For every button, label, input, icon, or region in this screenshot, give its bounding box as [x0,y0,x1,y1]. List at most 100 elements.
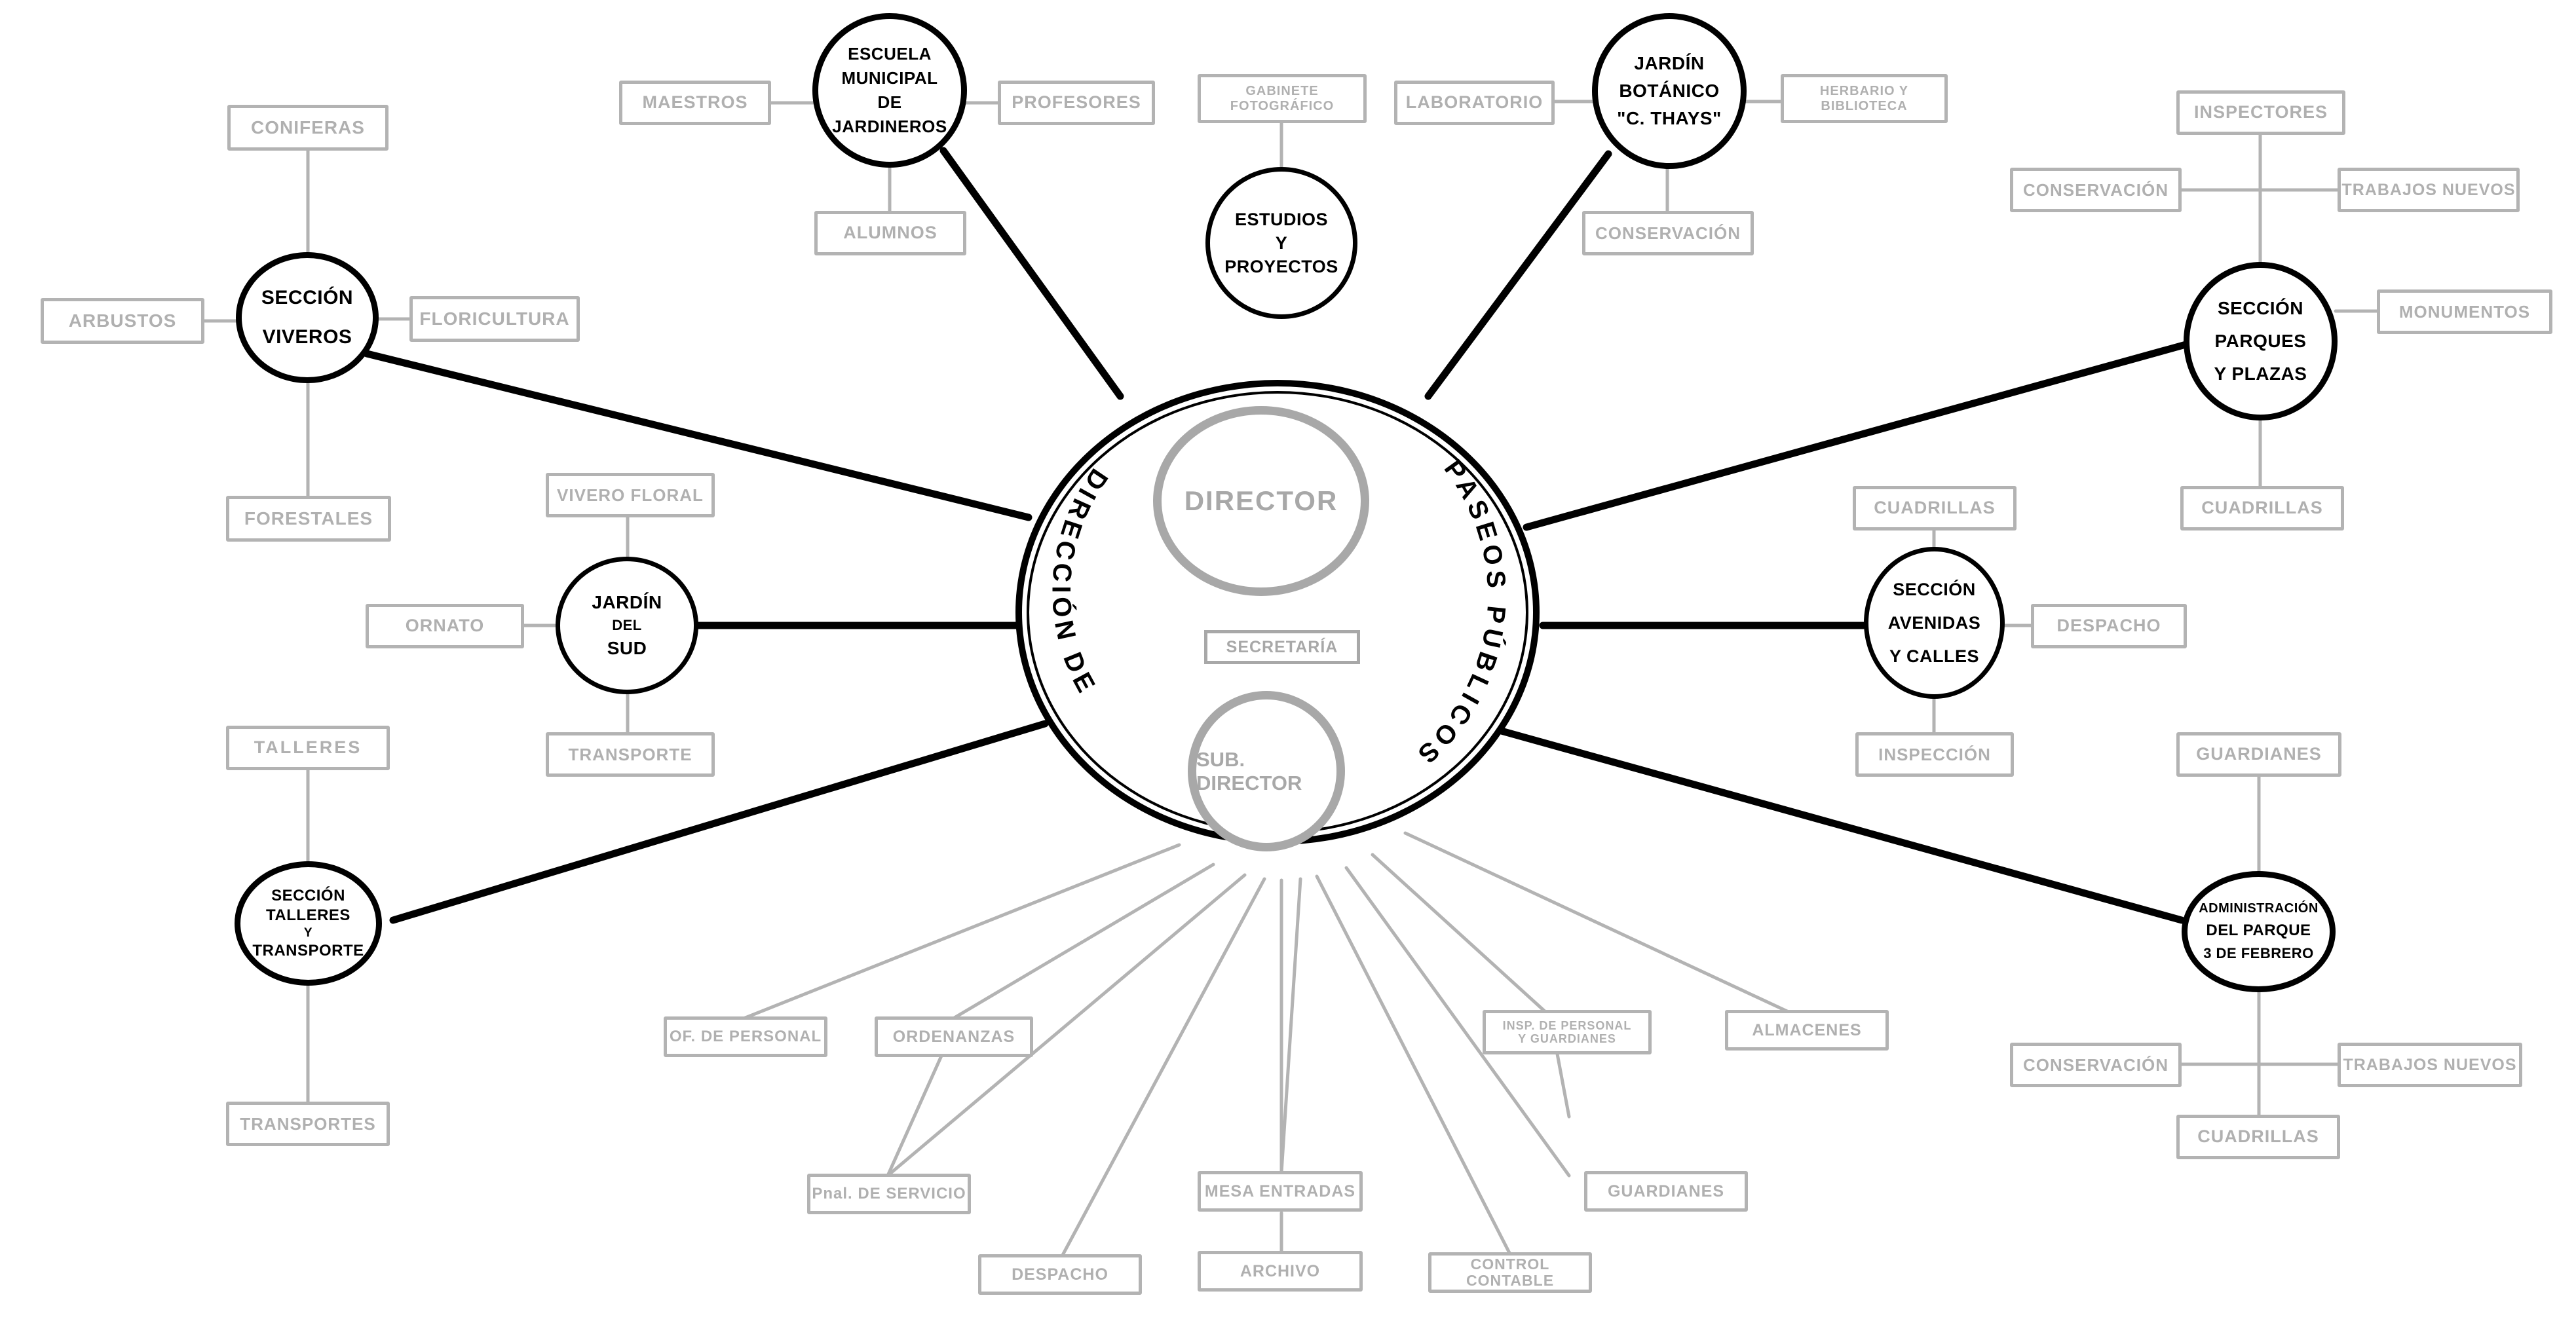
leaf-profesores-label: PROFESORES [1012,92,1141,113]
leaf-laboratorio[interactable]: LABORATORIO [1394,81,1555,125]
leaf-despacho-fan[interactable]: DESPACHO [978,1254,1142,1295]
leaf-forestales[interactable]: FORESTALES [226,496,391,542]
node-escuela-line4: JARDINEROS [832,117,947,136]
leaf-coniferas-label: CONIFERAS [251,117,365,138]
leaf-mesa-entradas-label: MESA ENTRADAS [1204,1182,1356,1200]
leaf-talleres[interactable]: TALLERES [226,726,390,770]
node-estudios-y-proyectos[interactable]: ESTUDIOS Y PROYECTOS [1205,167,1357,319]
leaf-ornato[interactable]: ORNATO [366,604,524,648]
node-escuela-municipal-jardineros[interactable]: ESCUELA MUNICIPAL DE JARDINEROS [812,13,967,168]
leaf-transporte-sud-label: TRANSPORTE [568,744,692,764]
node-botanico-line3: "C. THAYS" [1617,108,1722,128]
leaf-almacenes[interactable]: ALMACENES [1725,1010,1889,1051]
leaf-archivo-label: ARCHIVO [1240,1261,1321,1280]
leaf-trabajos-nuevos-parques[interactable]: TRABAJOS NUEVOS [2338,168,2520,212]
leaf-almacenes-label: ALMACENES [1752,1020,1862,1039]
leaf-conservacion-parques[interactable]: CONSERVACIÓN [2010,168,2182,212]
leaf-floricultura-label: FLORICULTURA [419,308,570,329]
node-parques-line3: Y PLAZAS [2214,363,2307,384]
secretaria-box[interactable]: SECRETARÍA [1204,630,1360,664]
leaf-of-de-personal[interactable]: OF. DE PERSONAL [664,1016,827,1057]
leaf-ordenanzas[interactable]: ORDENANZAS [875,1016,1033,1057]
leaf-vivero-floral-label: VIVERO FLORAL [557,485,704,505]
leaf-gabinete-fotografico[interactable]: GABINETE FOTOGRÁFICO [1198,74,1367,123]
leaf-transportes-label: TRANSPORTES [240,1113,376,1134]
leaf-coniferas[interactable]: CONIFERAS [227,105,388,151]
leaf-inspeccion-label: INSPECCIÓN [1878,744,1991,764]
leaf-floricultura[interactable]: FLORICULTURA [409,296,580,342]
node-escuela-line2: MUNICIPAL [841,68,938,88]
node-administracion-parque-3-febrero[interactable]: ADMINISTRACIÓN DEL PARQUE 3 DE FEBRERO [2182,871,2336,992]
node-talleres-line3: Y [303,926,313,940]
leaf-vivero-floral[interactable]: VIVERO FLORAL [546,473,715,517]
leaf-conservacion-botanico[interactable]: CONSERVACIÓN [1582,211,1754,255]
leaf-maestros-label: MAESTROS [642,92,748,113]
node-parques-line2: PARQUES [2214,331,2307,351]
leaf-profesores[interactable]: PROFESORES [998,81,1155,125]
leaf-transporte-sud[interactable]: TRANSPORTE [546,732,715,777]
node-estudios-line2: Y [1275,233,1288,253]
node-talleres-line2: TALLERES [266,906,350,924]
node-estudios-line1: ESTUDIOS [1234,209,1329,229]
leaf-inspectores-label: INSPECTORES [2193,102,2328,122]
leaf-conservacion-parque3f-label: CONSERVACIÓN [2023,1054,2169,1075]
node-jardin-botanico-thays[interactable]: JARDÍN BOTÁNICO "C. THAYS" [1592,13,1747,169]
node-talleres-line4: TRANSPORTE [252,942,364,959]
leaf-transportes[interactable]: TRANSPORTES [226,1102,390,1146]
leaf-cuadrillas-parque3f-label: CUADRILLAS [2197,1126,2319,1147]
leaf-arbustos-label: ARBUSTOS [68,310,177,331]
node-seccion-talleres-y-transporte[interactable]: SECCIÓN TALLERES Y TRANSPORTE [235,861,382,986]
leaf-ornato-label: ORNATO [405,616,485,636]
leaf-guardianes-fan-label: GUARDIANES [1607,1182,1725,1200]
subdirector-circle[interactable]: SUB. DIRECTOR [1188,691,1345,851]
leaf-guardianes-fan[interactable]: GUARDIANES [1584,1171,1748,1212]
leaf-pnal-de-servicio[interactable]: Pnal. DE SERVICIO [807,1174,971,1214]
leaf-insp-personal-line1: INSP. DE PERSONAL [1502,1018,1632,1032]
leaf-forestales-label: FORESTALES [244,508,373,529]
leaf-herbario-line1: HERBARIO Y [1819,84,1909,99]
leaf-alumnos[interactable]: ALUMNOS [814,211,966,255]
leaf-cuadrillas-avenidas-label: CUADRILLAS [1874,498,1996,518]
leaf-conservacion-parque3f[interactable]: CONSERVACIÓN [2010,1043,2182,1087]
node-estudios-line3: PROYECTOS [1224,256,1338,276]
leaf-inspectores[interactable]: INSPECTORES [2176,90,2345,135]
leaf-gabinete-line2: FOTOGRÁFICO [1230,98,1335,113]
leaf-mesa-entradas[interactable]: MESA ENTRADAS [1198,1171,1363,1212]
director-circle[interactable]: DIRECTOR [1153,406,1369,596]
node-talleres-line1: SECCIÓN [271,887,345,904]
leaf-insp-personal-line2: Y GUARDIANES [1518,1032,1616,1045]
leaf-cuadrillas-parques[interactable]: CUADRILLAS [2180,486,2344,530]
node-seccion-avenidas-y-calles[interactable]: SECCIÓN AVENIDAS Y CALLES [1864,547,2005,699]
node-avenidas-line3: Y CALLES [1889,646,1980,666]
leaf-inspeccion[interactable]: INSPECCIÓN [1855,732,2014,777]
leaf-control-contable[interactable]: CONTROL CONTABLE [1428,1252,1592,1293]
leaf-control-contable-label: CONTROL CONTABLE [1466,1256,1555,1289]
leaf-conservacion-parques-label: CONSERVACIÓN [2023,179,2169,200]
leaf-monumentos[interactable]: MONUMENTOS [2377,289,2552,334]
leaf-maestros[interactable]: MAESTROS [619,81,771,125]
leaf-cuadrillas-avenidas[interactable]: CUADRILLAS [1853,486,2017,530]
leaf-conservacion-botanico-label: CONSERVACIÓN [1595,223,1741,243]
node-escuela-line3: DE [877,92,902,112]
leaf-arbustos[interactable]: ARBUSTOS [41,298,204,344]
leaf-guardianes-parque3f[interactable]: GUARDIANES [2176,732,2341,777]
node-parque3f-line1: ADMINISTRACIÓN [2199,901,2319,916]
leaf-archivo[interactable]: ARCHIVO [1198,1251,1363,1292]
secretaria-label: SECRETARÍA [1226,637,1338,656]
node-jardinsud-line3: SUD [607,638,647,658]
leaf-despacho-avenidas[interactable]: DESPACHO [2031,604,2187,648]
leaf-insp-personal-y-guardianes[interactable]: INSP. DE PERSONAL Y GUARDIANES [1483,1010,1652,1054]
node-seccion-viveros[interactable]: SECCIÓN VIVEROS [236,252,379,383]
subdirector-label: SUB. DIRECTOR [1196,747,1302,794]
node-jardin-del-sud[interactable]: JARDÍN DEL SUD [556,557,698,694]
node-seccion-parques-y-plazas[interactable]: SECCIÓN PARQUES Y PLAZAS [2184,262,2338,420]
leaf-herbario-y-biblioteca[interactable]: HERBARIO Y BIBLIOTECA [1781,74,1948,123]
leaf-despacho-avenidas-label: DESPACHO [2056,616,2161,636]
node-botanico-line1: JARDÍN [1634,53,1705,73]
leaf-cuadrillas-parque3f[interactable]: CUADRILLAS [2176,1115,2340,1159]
leaf-ordenanzas-label: ORDENANZAS [892,1027,1015,1046]
leaf-trabajos-nuevos-parque3f[interactable]: TRABAJOS NUEVOS [2338,1043,2522,1087]
leaf-monumentos-label: MONUMENTOS [2398,301,2531,322]
director-label: DIRECTOR [1184,485,1338,516]
